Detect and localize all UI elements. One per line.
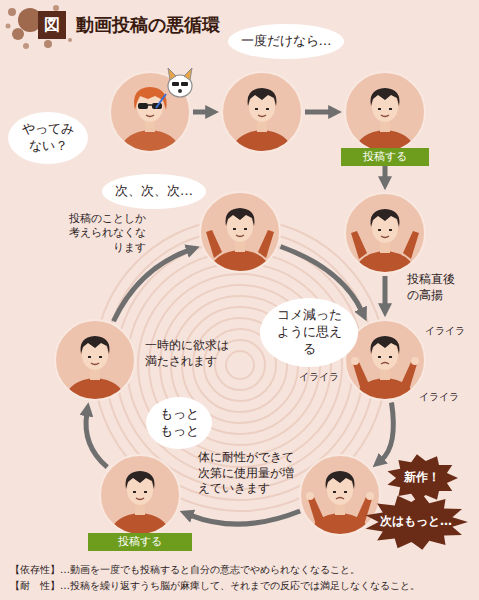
- stage-caption: 体に耐性ができて次第に使用量が増えていきます: [198, 450, 298, 497]
- stage-circle-shape: [100, 455, 180, 535]
- action-band: 投稿する: [341, 148, 429, 166]
- flow-arrow: [190, 511, 300, 524]
- person-figure: [118, 87, 182, 158]
- burst-text: 次はもっと…: [380, 514, 452, 530]
- flow-arrow: [383, 276, 388, 306]
- stage-circle: 一時的に欲求は満たされます: [55, 320, 135, 400]
- stage-circle: もっともっと投稿する: [100, 455, 180, 535]
- stage-caption: 投稿のことしか考えられなくなります: [67, 212, 146, 255]
- stage-circle: 新作！次はもっと…: [300, 455, 380, 535]
- thought-bubble: 次、次、次…: [102, 174, 206, 209]
- stage-circle-shape: [222, 72, 302, 152]
- stage-circle-shape: [345, 193, 425, 273]
- person-figure: [306, 471, 374, 541]
- footnote: 【耐 性】…投稿を繰り返すうち脳が麻痺して、それまでの反応では満足しなくなること…: [10, 579, 420, 592]
- stage-circle-shape: [110, 72, 190, 152]
- person-figure: [351, 209, 419, 279]
- speech-bubble: コメ減ったように思える: [260, 298, 358, 367]
- flow-arrow: [193, 110, 208, 115]
- stage-circle: 次、次、次…投稿のことしか考えられなくなります: [200, 192, 280, 272]
- stage-circle: コメ減ったように思えるイライライライライライラ: [345, 320, 425, 400]
- flow-arrow: [114, 250, 190, 321]
- flow-arrow: [86, 413, 107, 467]
- stage-circle: やってみない？: [110, 72, 190, 152]
- figure-badge: 図: [38, 11, 66, 39]
- person-figure: [108, 471, 172, 541]
- flow-arrow: [381, 403, 393, 461]
- irritation-mark: イライラ: [419, 390, 459, 403]
- burst-shape: [366, 454, 469, 550]
- stage-caption: 投稿直後の高揚: [407, 272, 459, 303]
- flow-arrow: [305, 110, 331, 115]
- person-figure: [206, 208, 274, 278]
- stage-circle: 投稿する: [345, 72, 425, 152]
- burst-text: 新作！: [404, 470, 440, 486]
- action-band: 投稿する: [88, 533, 192, 551]
- speech-bubble: もっともっと: [146, 397, 212, 449]
- stage-circle: 一度だけなら…: [222, 72, 302, 152]
- diagram-title: 動画投稿の悪循環: [76, 13, 220, 36]
- person-figure: [63, 336, 127, 406]
- irritation-mark: イライラ: [299, 370, 339, 383]
- stage-circle: 投稿直後の高揚: [345, 193, 425, 273]
- stage-circle-shape: [345, 72, 425, 152]
- stage-caption: 一時的に欲求は満たされます: [145, 338, 231, 369]
- stage-circle-shape: [300, 455, 380, 535]
- dog-figure: [156, 68, 192, 108]
- speech-bubble: やってみない？: [8, 112, 88, 164]
- speech-bubble: 一度だけなら…: [228, 24, 344, 59]
- person-figure: [351, 336, 419, 406]
- person-figure: [230, 88, 294, 158]
- irritation-mark: イライラ: [425, 324, 465, 337]
- stage-circle-shape: [55, 320, 135, 400]
- footnote: 【依存性】…動画を一度でも投稿すると自分の意志でやめられなくなること。: [10, 563, 360, 576]
- stage-circle-shape: [200, 192, 280, 272]
- ink-splatter: [6, 5, 73, 49]
